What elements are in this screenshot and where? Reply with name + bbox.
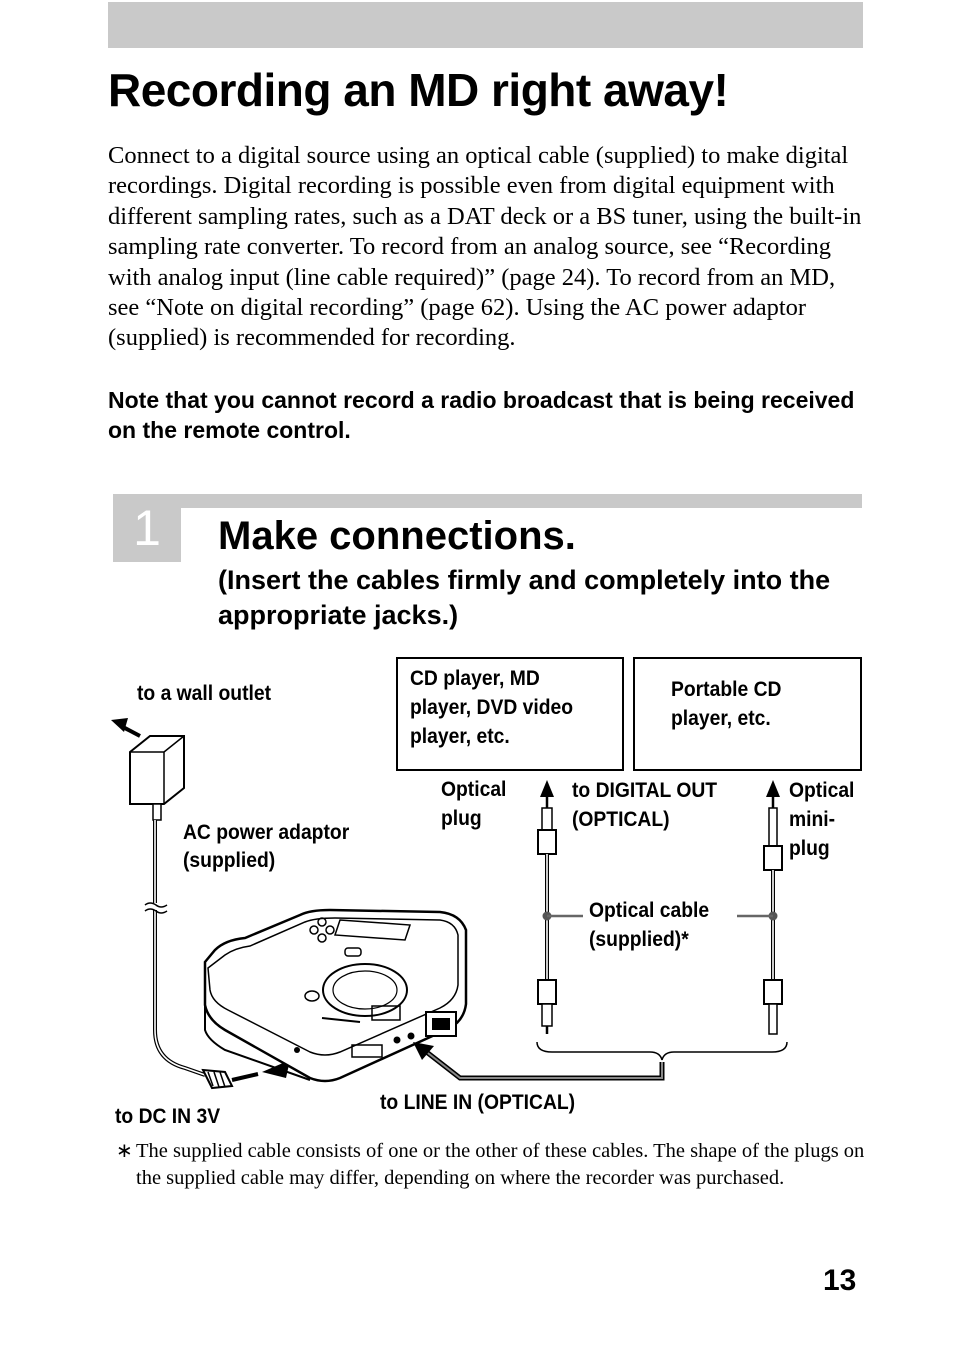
page-number: 13 xyxy=(823,1264,857,1297)
md-recorder-icon xyxy=(203,908,468,1083)
digital-out-label-line: to DIGITAL OUT xyxy=(572,779,718,802)
cable-brace xyxy=(536,1041,788,1061)
optical-cable-label-line: (supplied)* xyxy=(589,928,689,951)
step-number: 1 xyxy=(133,500,161,556)
footnote: The supplied cable consists of one or th… xyxy=(136,1140,865,1189)
optical-plug-label-line: Optical xyxy=(441,778,506,801)
line-in-path xyxy=(422,1048,665,1081)
mini-plug-label-line: mini- xyxy=(789,808,835,831)
step-title: Make connections. xyxy=(218,514,576,558)
step-subtitle: (Insert the cables firmly and completely… xyxy=(218,565,831,630)
portable-cd-box xyxy=(633,657,862,771)
note-paragraph: Note that you cannot record a radio broa… xyxy=(108,387,855,443)
mini-plug-label-line: plug xyxy=(789,837,830,860)
wall-outlet-arrow xyxy=(111,718,141,738)
intro-paragraph: Connect to a digital source using an opt… xyxy=(108,142,862,352)
ac-adaptor-label-line: AC power adaptor xyxy=(183,821,349,844)
cd-player-label-line: player, DVD video xyxy=(410,696,573,719)
page-title: Recording an MD right away! xyxy=(108,64,729,116)
line-in-label: to LINE IN (OPTICAL) xyxy=(380,1091,575,1114)
optical-mini-plug-cable xyxy=(763,780,783,1035)
wall-outlet-label: to a wall outlet xyxy=(137,682,271,705)
line-in-arrow xyxy=(413,1042,434,1060)
cd-player-box xyxy=(396,657,624,771)
ac-adaptor-icon xyxy=(129,735,185,821)
optical-plug-cable xyxy=(537,780,557,1034)
power-cord xyxy=(144,820,259,1090)
footnote-asterisk: ∗ xyxy=(116,1140,133,1162)
optical-plug-label-line: plug xyxy=(441,807,482,830)
digital-out-label-line: (OPTICAL) xyxy=(572,808,670,831)
cd-player-label-line: CD player, MD xyxy=(410,667,540,690)
optical-cable-label-line: Optical cable xyxy=(589,899,709,922)
dc-in-label: to DC IN 3V xyxy=(115,1105,221,1128)
header-bar xyxy=(108,2,863,48)
portable-cd-label-line: Portable CD xyxy=(671,678,781,701)
portable-cd-label-line: player, etc. xyxy=(671,707,771,730)
ac-adaptor-label-line: (supplied) xyxy=(183,849,275,872)
step-number-box xyxy=(113,494,181,562)
line-in-path xyxy=(423,1049,663,1079)
mini-plug-label-line: Optical xyxy=(789,779,854,802)
step-rule xyxy=(181,494,862,508)
cd-player-label-line: player, etc. xyxy=(410,725,510,748)
